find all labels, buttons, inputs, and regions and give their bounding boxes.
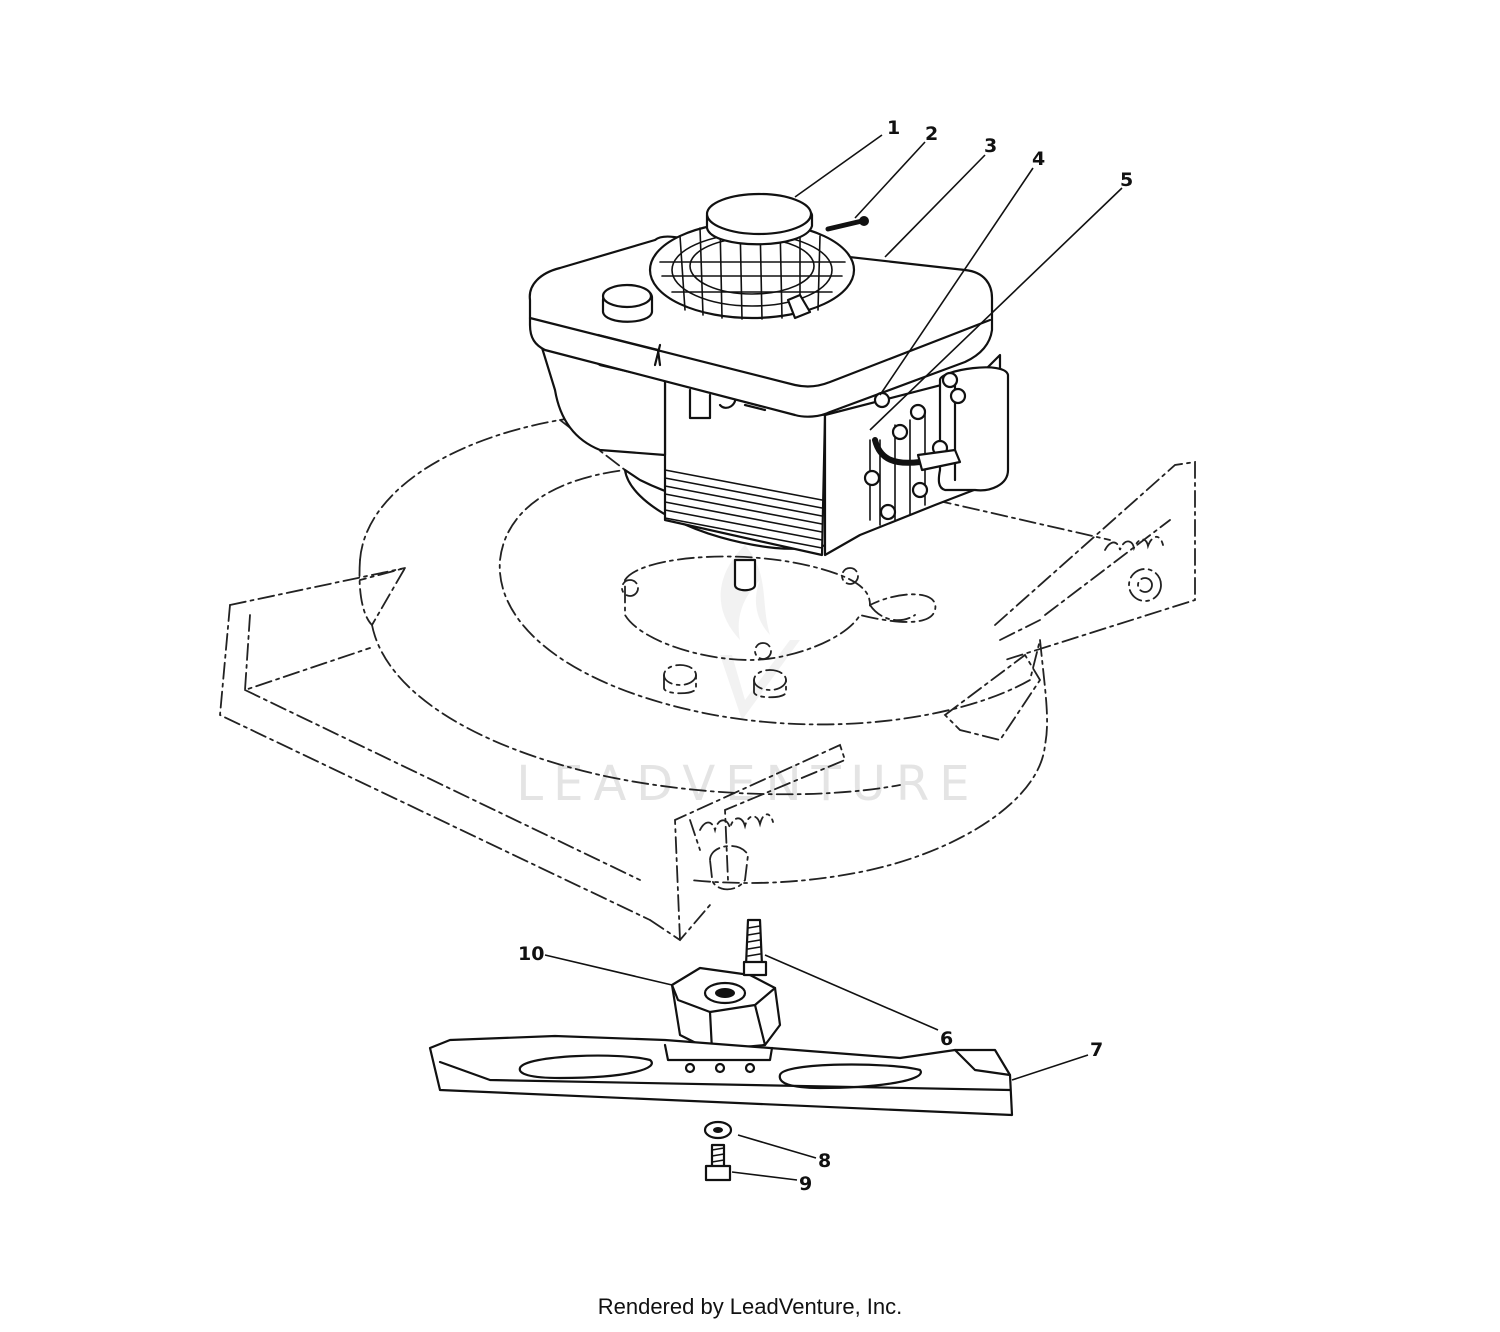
callout-4: 4 bbox=[1032, 148, 1045, 170]
watermark-logo bbox=[720, 545, 800, 720]
adapter-bolt bbox=[742, 918, 768, 977]
callout-labels: 1 2 3 4 5 6 7 8 9 10 bbox=[518, 117, 1133, 1195]
callout-8: 8 bbox=[818, 1150, 831, 1172]
footer-credit: Rendered by LeadVenture, Inc. bbox=[597, 1294, 903, 1319]
callout-6: 6 bbox=[940, 1028, 953, 1050]
callout-10: 10 bbox=[518, 943, 544, 965]
watermark-text: LEADVENTURE bbox=[516, 756, 979, 812]
blade-bolt bbox=[704, 1143, 732, 1182]
callout-9: 9 bbox=[799, 1173, 812, 1195]
blade bbox=[428, 1034, 1014, 1117]
engine bbox=[528, 192, 1010, 557]
callout-1: 1 bbox=[887, 117, 900, 139]
blade-adapter bbox=[670, 966, 782, 1052]
callout-5: 5 bbox=[1120, 169, 1133, 191]
blade-washer bbox=[703, 1120, 733, 1140]
callout-3: 3 bbox=[984, 135, 997, 157]
callout-2: 2 bbox=[925, 123, 938, 145]
callout-7: 7 bbox=[1090, 1039, 1103, 1061]
mower-deck bbox=[219, 406, 1196, 942]
leader-lines bbox=[544, 134, 1123, 1181]
crankshaft bbox=[733, 558, 757, 592]
